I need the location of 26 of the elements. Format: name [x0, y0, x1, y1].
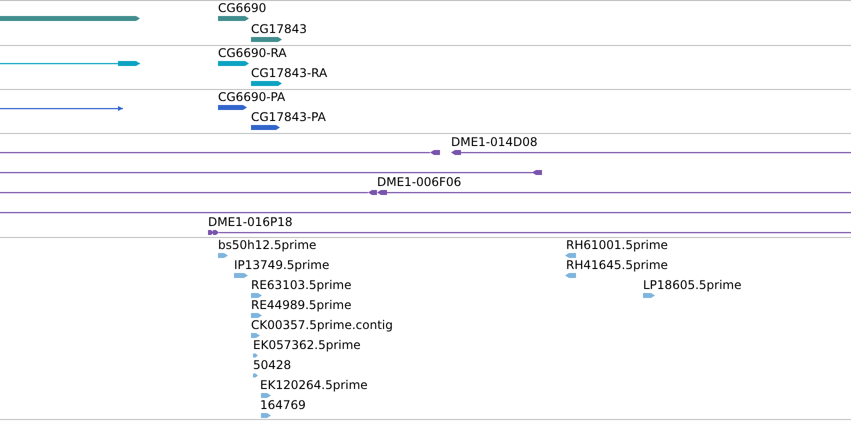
feature-label: bs50h12.5prime — [218, 239, 316, 251]
alignment-line — [0, 210, 851, 215]
feature-label: DME1-006F06 — [377, 176, 462, 188]
feature-label: RH41645.5prime — [566, 259, 668, 271]
feature-label: EK120264.5prime — [260, 379, 368, 391]
feature-label: CG6690-PA — [218, 91, 286, 103]
feature-line — [0, 106, 123, 111]
feature-label: CG6690 — [218, 2, 266, 14]
feature-label: LP18605.5prime — [643, 279, 742, 291]
alignment-line — [0, 170, 542, 175]
feature-label: IP13749.5prime — [234, 259, 330, 271]
feature-label: CG17843 — [251, 23, 307, 35]
feature-label: RH61001.5prime — [566, 239, 668, 251]
feature-label: EK057362.5prime — [253, 339, 361, 351]
feature-label: RE44989.5prime — [251, 299, 352, 311]
feature-label: DME1-014D08 — [451, 136, 538, 148]
feature-label: 164769 — [260, 399, 306, 411]
feature-label: CG17843-RA — [251, 67, 328, 79]
feature-label: RE63103.5prime — [251, 279, 352, 291]
feature-line — [0, 61, 140, 66]
feature-label: CK00357.5prime.contig — [251, 319, 393, 331]
feature-label: CG17843-PA — [251, 111, 326, 123]
feature-label: CG6690-RA — [218, 47, 287, 59]
feature-label: 50428 — [253, 359, 292, 371]
feature-bar — [0, 16, 140, 21]
feature-label: DME1-016P18 — [208, 216, 293, 228]
